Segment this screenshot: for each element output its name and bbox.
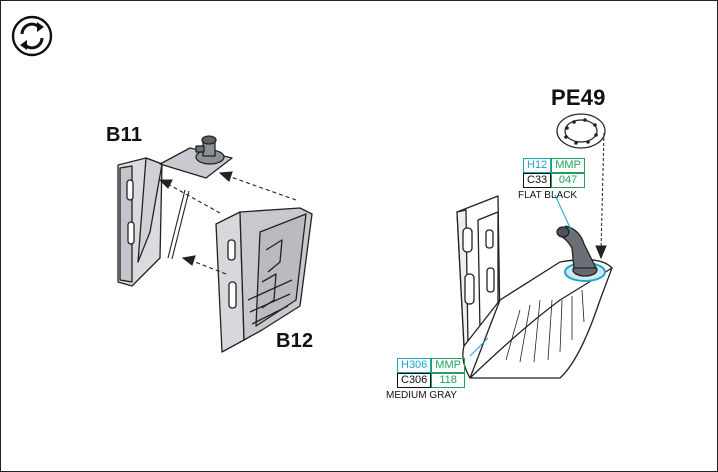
- paint-mmp-label: MMP: [551, 158, 585, 173]
- paint-c-code: C306: [397, 373, 432, 388]
- paint-name: MEDIUM GRAY: [386, 390, 457, 401]
- paint-h-code: H306: [397, 358, 432, 373]
- paint-name: FLAT BLACK: [518, 190, 578, 201]
- part-b11: [117, 135, 233, 287]
- part-label-b11: B11: [106, 124, 143, 146]
- part-pe49-ring: [556, 113, 606, 149]
- pe49-tank-body: [456, 195, 613, 379]
- paint-mmp-code: 047: [551, 173, 585, 188]
- pe49-guide-arrow: [595, 132, 607, 260]
- paint-mmp-code: 118: [431, 373, 465, 388]
- part-label-b12: B12: [276, 330, 314, 352]
- rotate-icon: [10, 14, 54, 58]
- paint-callout-flat-black: H12 MMP C33 047 FLAT BLACK: [518, 158, 585, 202]
- paint-leader-lines: [469, 194, 573, 357]
- paint-code-table: H306 MMP C306 118: [397, 358, 465, 388]
- assembly-arrows: [158, 171, 297, 275]
- part-label-pe49: PE49: [551, 85, 606, 110]
- paint-c-code: C33: [523, 173, 552, 188]
- paint-mmp-label: MMP: [431, 358, 465, 373]
- paint-h-code: H12: [523, 158, 552, 173]
- part-b12: [215, 207, 313, 353]
- paint-code-table: H12 MMP C33 047: [523, 158, 585, 188]
- paint-callout-medium-gray: H306 MMP C306 118 MEDIUM GRAY: [386, 358, 465, 402]
